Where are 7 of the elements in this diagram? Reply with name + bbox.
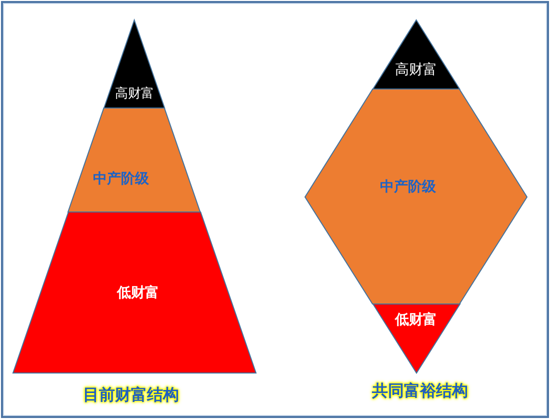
caption: 目前财富结构 (83, 387, 179, 403)
segment-label: 低财富 (117, 286, 159, 300)
segment-label: 低财富 (395, 313, 437, 327)
segment-label: 高财富 (114, 88, 154, 100)
segment-label: 中产阶级 (92, 172, 149, 186)
segment-label: 高财富 (394, 63, 437, 77)
segment-label: 中产阶级 (380, 180, 436, 194)
